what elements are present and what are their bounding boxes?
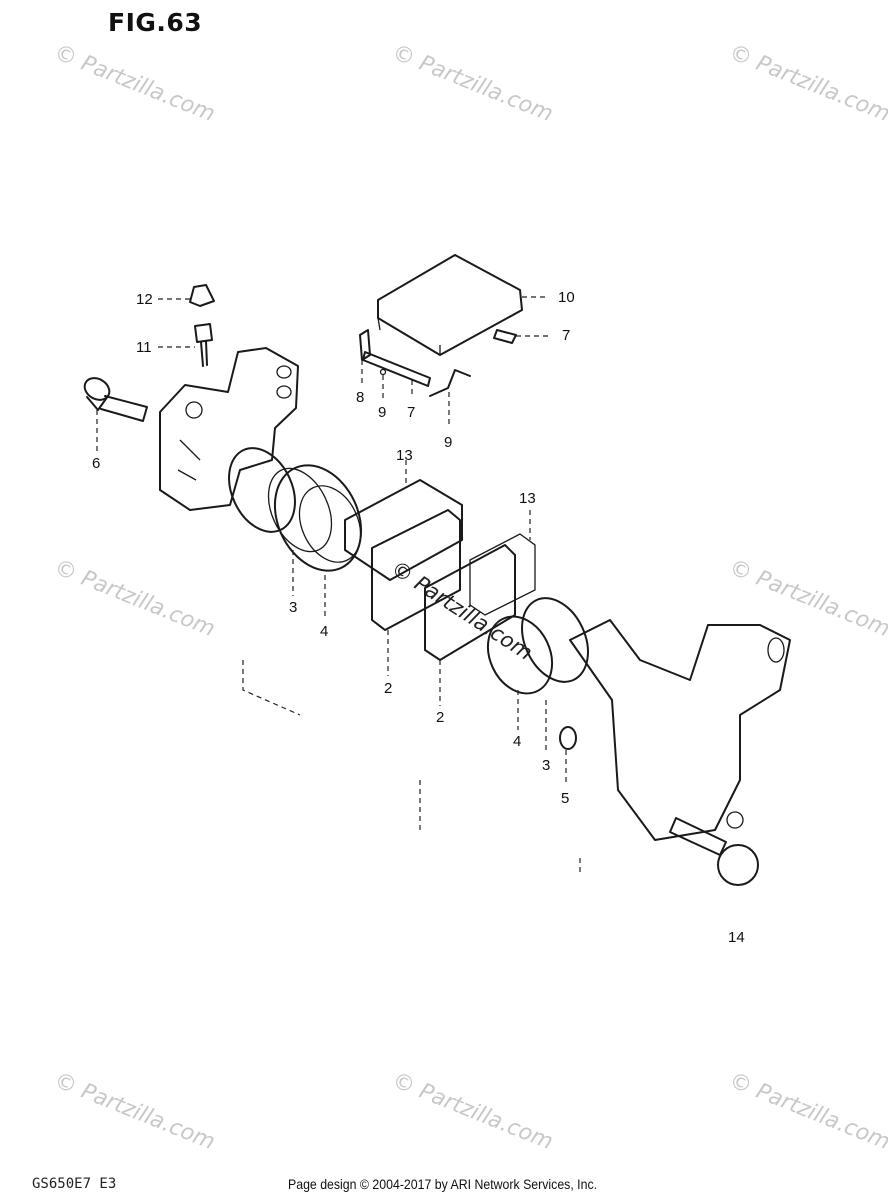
callout-5: 5: [561, 790, 569, 807]
part-9-clip[interactable]: [379, 368, 387, 376]
part-5-cap[interactable]: [559, 726, 577, 750]
caliper-body-left[interactable]: [159, 347, 299, 511]
part-6-bolt[interactable]: [81, 374, 148, 422]
callout-11: 11: [136, 339, 152, 356]
part-2-pad-right[interactable]: [424, 544, 516, 661]
callout-14: 14: [728, 929, 745, 946]
part-2-pad-left[interactable]: [371, 509, 461, 631]
callout-4: 4: [320, 623, 328, 640]
callout-7: 7: [407, 404, 415, 421]
part-4-piston-right[interactable]: [476, 606, 564, 704]
model-code: GS650E7 E3: [32, 1176, 117, 1192]
part-3-seal-right[interactable]: [509, 587, 601, 692]
callout-2: 2: [384, 680, 392, 697]
part-13-shim[interactable]: [344, 479, 463, 581]
part-13-shim-right[interactable]: [469, 533, 536, 616]
part-3-seal-left[interactable]: [216, 437, 308, 542]
callout-10: 10: [558, 289, 575, 306]
part-11-bleeder[interactable]: [194, 323, 213, 367]
callout-13: 13: [396, 447, 413, 464]
callout-9: 9: [378, 404, 386, 421]
callout-8: 8: [356, 389, 364, 406]
callout-9: 9: [444, 434, 452, 451]
callout-4: 4: [513, 733, 521, 750]
callout-12: 12: [136, 291, 153, 308]
callout-6: 6: [92, 455, 100, 472]
part-7-pin[interactable]: [362, 351, 431, 387]
figure-title: FIG.63: [108, 8, 203, 37]
caliper-body-right[interactable]: [569, 619, 791, 841]
part-7-pad-pin[interactable]: [493, 329, 517, 344]
callout-3: 3: [542, 757, 550, 774]
copyright-credit: Page design © 2004-2017 by ARI Network S…: [288, 1176, 598, 1192]
callout-7: 7: [562, 327, 570, 344]
part-12-cap[interactable]: [189, 284, 215, 307]
callout-2: 2: [436, 709, 444, 726]
part-10-pad-cover[interactable]: [377, 254, 523, 356]
part-9-spring[interactable]: [429, 369, 471, 397]
part-14-bolt[interactable]: [669, 817, 759, 886]
callout-3: 3: [289, 599, 297, 616]
part-4-piston-left[interactable]: [256, 451, 377, 585]
callout-13: 13: [519, 490, 536, 507]
